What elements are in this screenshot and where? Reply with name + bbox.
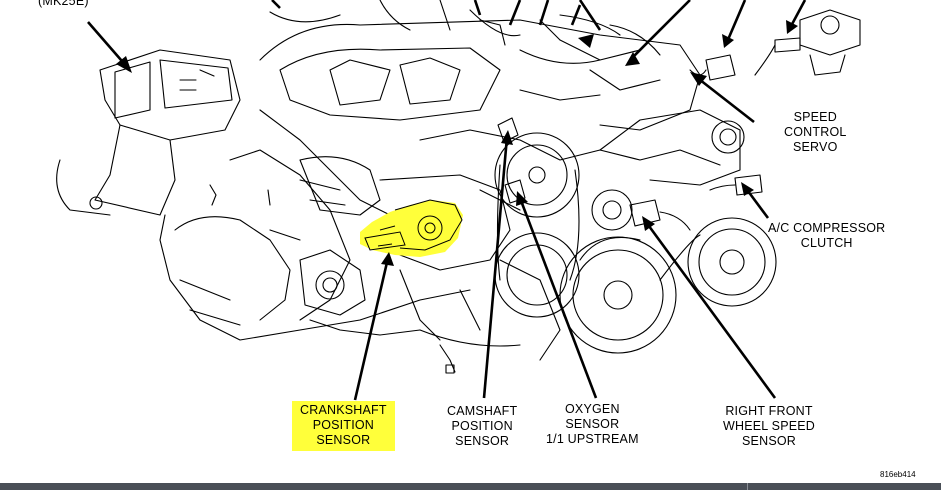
pulleys-drawing [494,132,777,354]
ac-compressor-clutch-label: A/C COMPRESSOR CLUTCH [768,221,886,250]
engine-block-drawing [159,14,745,374]
bottom-bar-divider [747,483,748,490]
wheel-speed-sensor-drawing [629,199,691,231]
abs-module-drawing [56,49,241,216]
purge-solenoid-drawing [754,9,861,76]
wheel-speed-sensor-label: RIGHT FRONT WHEEL SPEED SENSOR [723,404,816,448]
abs-module-label: (MK25E) [38,0,89,8]
ac-connector-drawing [709,174,763,196]
crankshaft-position-sensor-label: CRANKSHAFT POSITION SENSOR [292,401,395,451]
leader-lines [87,0,807,401]
speed-control-servo-label: SPEED CONTROL SERVO [784,110,847,154]
oxygen-sensor-label: OXYGEN SENSOR 1/1 UPSTREAM [546,402,639,446]
camshaft-position-sensor-label: CAMSHAFT POSITION SENSOR [447,404,518,448]
figure-code: 816eb414 [880,470,916,479]
bottom-bar [0,483,941,490]
wiring-harness-drawing [269,0,601,64]
crankshaft-sensor-highlight [360,199,463,257]
camshaft-sensor-drawing [497,117,526,204]
arrowheads [116,20,798,266]
